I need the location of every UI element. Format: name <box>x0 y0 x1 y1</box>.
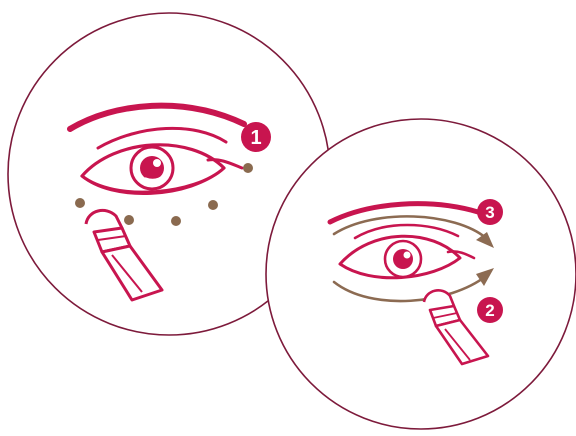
step-3-badge: 3 <box>477 199 503 225</box>
dot-marker <box>208 200 218 210</box>
step-3-number: 3 <box>485 203 494 222</box>
smoothing-panel: 3 2 <box>266 119 576 429</box>
dot-marker <box>171 216 181 226</box>
dot-marker <box>124 215 134 225</box>
step-1-badge: 1 <box>241 122 271 152</box>
step-2-badge: 2 <box>477 297 503 323</box>
step-1-number: 1 <box>250 127 261 149</box>
dot-marker <box>243 163 253 173</box>
step-2-number: 2 <box>485 301 494 320</box>
dot-marker <box>75 198 85 208</box>
